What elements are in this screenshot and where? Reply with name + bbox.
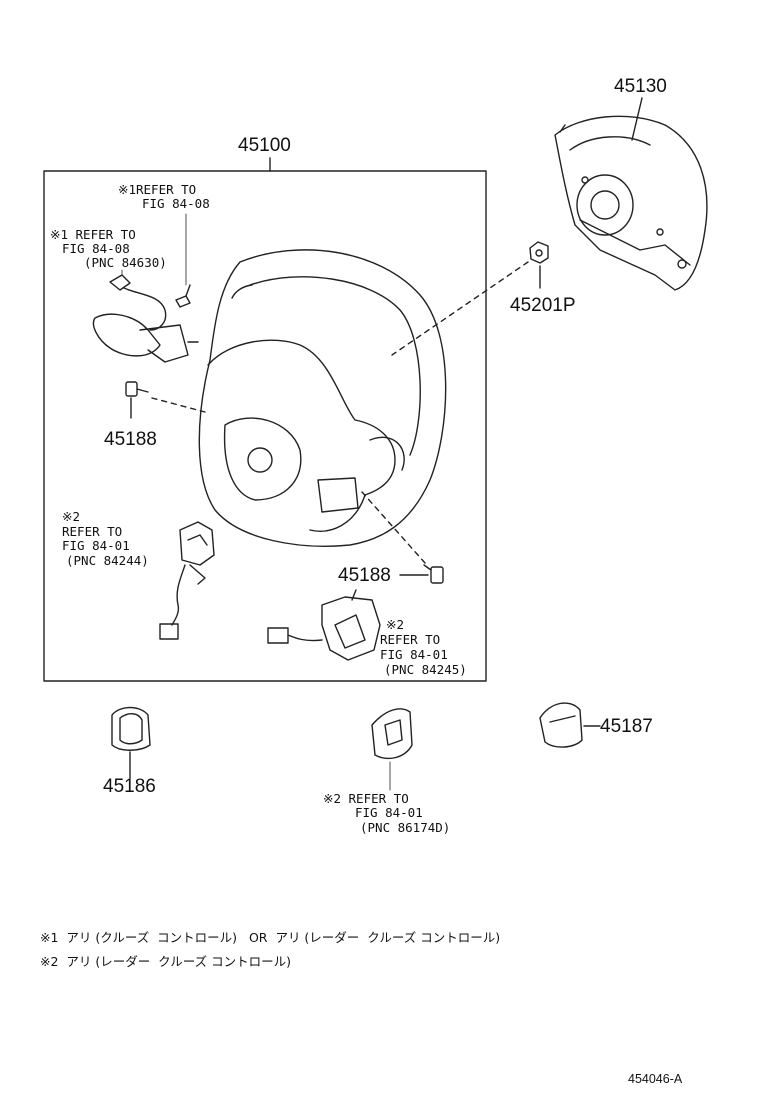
part-number-45187: 45187 — [600, 716, 653, 737]
part-number-45130: 45130 — [614, 76, 667, 97]
airbag-module — [554, 115, 708, 291]
bezel-45186 — [111, 706, 151, 751]
radar-switch-right — [267, 589, 381, 661]
part-number-45186: 45186 — [103, 776, 156, 797]
ref-line: FIG 84-08 — [62, 241, 130, 256]
ref-line: ※2 — [386, 617, 404, 632]
assembly-frame — [43, 170, 487, 682]
ref-line: ※2 — [62, 509, 80, 524]
ref-line: FIG 84-08 — [142, 196, 210, 211]
screw-45188-upper — [125, 381, 149, 397]
ref-line: (PNC 86174D) — [360, 820, 451, 835]
footnote-2: ※2 アリ (レーダー クルーズ コントロール) — [40, 954, 292, 969]
figure-id: 454046-A — [628, 1072, 683, 1086]
switch-86174d — [371, 708, 413, 760]
ref-line: (PNC 84244) — [66, 553, 149, 568]
ref-line: FIG 84-01 — [380, 647, 448, 662]
ref-line: FIG 84-01 — [62, 538, 130, 553]
part-number-45100: 45100 — [238, 135, 291, 156]
leader-45130 — [631, 97, 643, 141]
ref-line: FIG 84-01 — [355, 805, 423, 820]
ref-line: ※1 REFER TO — [50, 227, 136, 242]
ref-line: REFER TO — [62, 524, 123, 539]
ref-line: (PNC 84630) — [84, 255, 167, 270]
ref-line: (PNC 84245) — [384, 662, 467, 677]
part-number-45188-lower: 45188 — [338, 565, 391, 586]
screw-cruise-switch — [175, 284, 191, 308]
dashed-nut-to-wheel — [391, 261, 529, 356]
cover-45187 — [539, 702, 583, 748]
screw-45188-lower — [423, 564, 444, 584]
footnote-1: ※1 アリ (クルーズ コントロール) OR アリ (レーダー クルーズ コント… — [40, 930, 501, 945]
ref-line: REFER TO — [380, 632, 441, 647]
cruise-control-switch — [92, 274, 199, 363]
radar-switch-left — [159, 521, 215, 640]
part-number-45201p: 45201P — [510, 295, 576, 316]
dashed-screw-upper — [151, 397, 206, 413]
ref-line: ※2 REFER TO — [323, 791, 409, 806]
part-number-45188-upper: 45188 — [104, 429, 157, 450]
steering-wheel — [198, 249, 447, 547]
ref-line: ※1REFER TO — [118, 182, 197, 197]
nut-45201p — [529, 241, 549, 264]
